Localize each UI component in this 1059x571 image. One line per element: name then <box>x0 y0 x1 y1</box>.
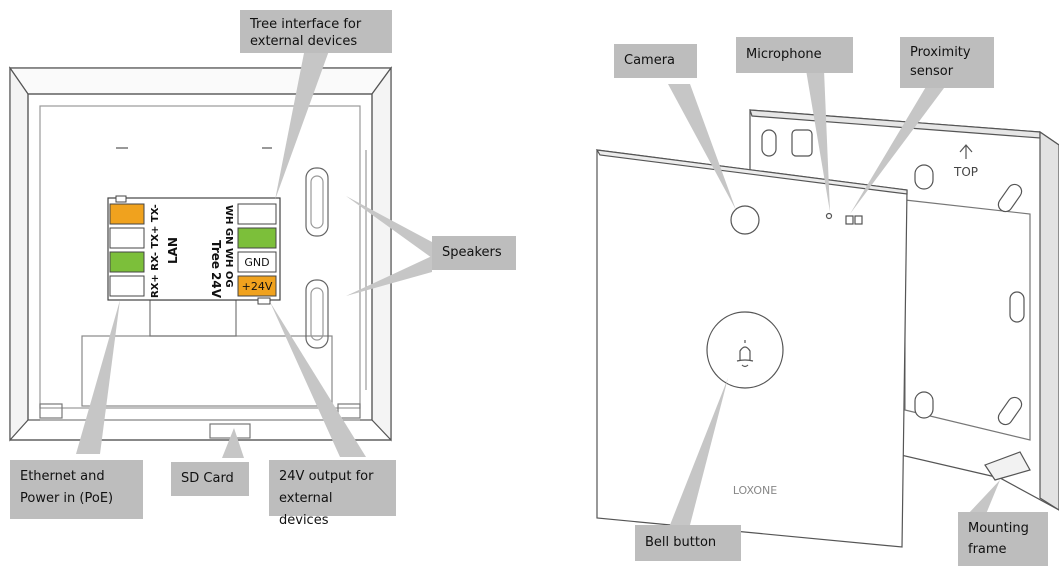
lan-pins-text: RX+ RX- TX+ TX- <box>150 204 161 298</box>
leader-lines <box>76 48 1000 525</box>
back-view <box>8 66 393 442</box>
label-sd-card: SD Card <box>171 462 249 496</box>
gnd-pin <box>237 251 277 273</box>
tree-title-text: Tree <box>209 240 223 269</box>
label-microphone: Microphone <box>736 37 853 73</box>
tree-pin-1 <box>237 203 277 225</box>
label-tree-interface: Tree interface for external devices <box>240 10 392 53</box>
plus24v-pin <box>237 275 277 297</box>
front-panel-drawing <box>595 149 908 548</box>
lan-pin-1 <box>109 203 145 225</box>
label-ethernet-poe: Ethernet and Power in (PoE) <box>10 460 143 519</box>
label-camera: Camera <box>614 44 697 78</box>
bell-button-circle <box>706 311 784 389</box>
label-proximity-sensor: Proximity sensor <box>900 37 994 88</box>
speaker-slot-lower <box>305 279 329 349</box>
tree-pins-text: WH GN WH OG <box>223 205 234 288</box>
speaker-slot-upper <box>305 167 329 237</box>
brand-text: LOXONE <box>733 484 777 497</box>
v24-title-text: 24V <box>209 272 223 299</box>
terminal-block: GND +24V RX+ RX- TX+ TX- LAN Tree 24V WH… <box>107 195 281 305</box>
bell-icon <box>736 340 754 368</box>
lan-pin-3 <box>109 251 145 273</box>
tree-pin-2 <box>237 227 277 249</box>
top-mark-text: TOP <box>953 165 978 179</box>
lan-pin-2 <box>109 227 145 249</box>
label-24v-output: 24V output for external devices <box>269 460 396 528</box>
microphone-hole <box>825 212 833 220</box>
lan-title-text: LAN <box>166 237 180 264</box>
label-speakers: Speakers <box>432 236 516 270</box>
gnd-text: GND <box>244 256 269 269</box>
proximity-sensor-window <box>845 215 854 225</box>
label-bell-button: Bell button <box>635 525 741 561</box>
plus24-text: +24V <box>242 280 273 293</box>
camera-lens <box>730 205 760 235</box>
lan-pin-4 <box>109 275 145 297</box>
label-mounting-frame: Mounting frame <box>958 512 1048 566</box>
